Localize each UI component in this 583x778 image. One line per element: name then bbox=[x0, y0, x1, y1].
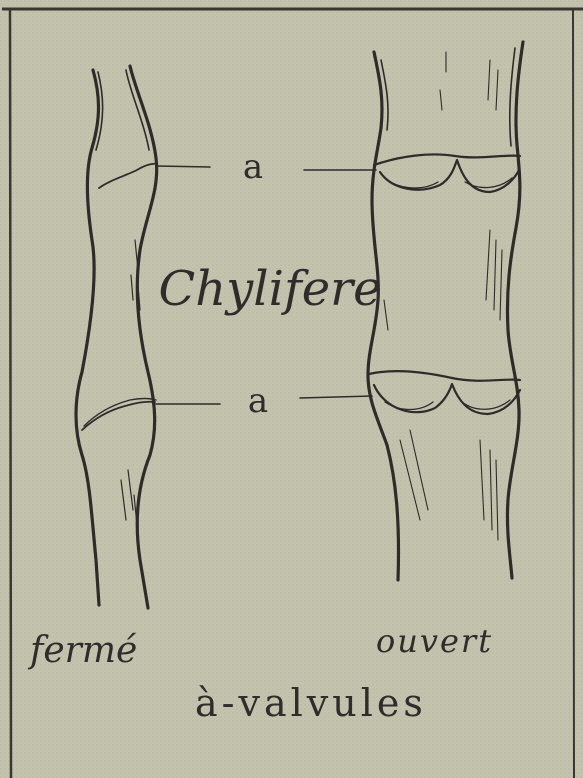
marker-top-label: a bbox=[243, 147, 263, 187]
left-caption: fermé bbox=[27, 630, 137, 671]
bottom-caption: à-valvules bbox=[195, 681, 427, 725]
right-caption: ouvert bbox=[376, 622, 493, 660]
center-title: Chylifere bbox=[159, 261, 382, 317]
leader-top-left bbox=[156, 166, 210, 167]
marker-bottom-label: a bbox=[248, 381, 268, 421]
